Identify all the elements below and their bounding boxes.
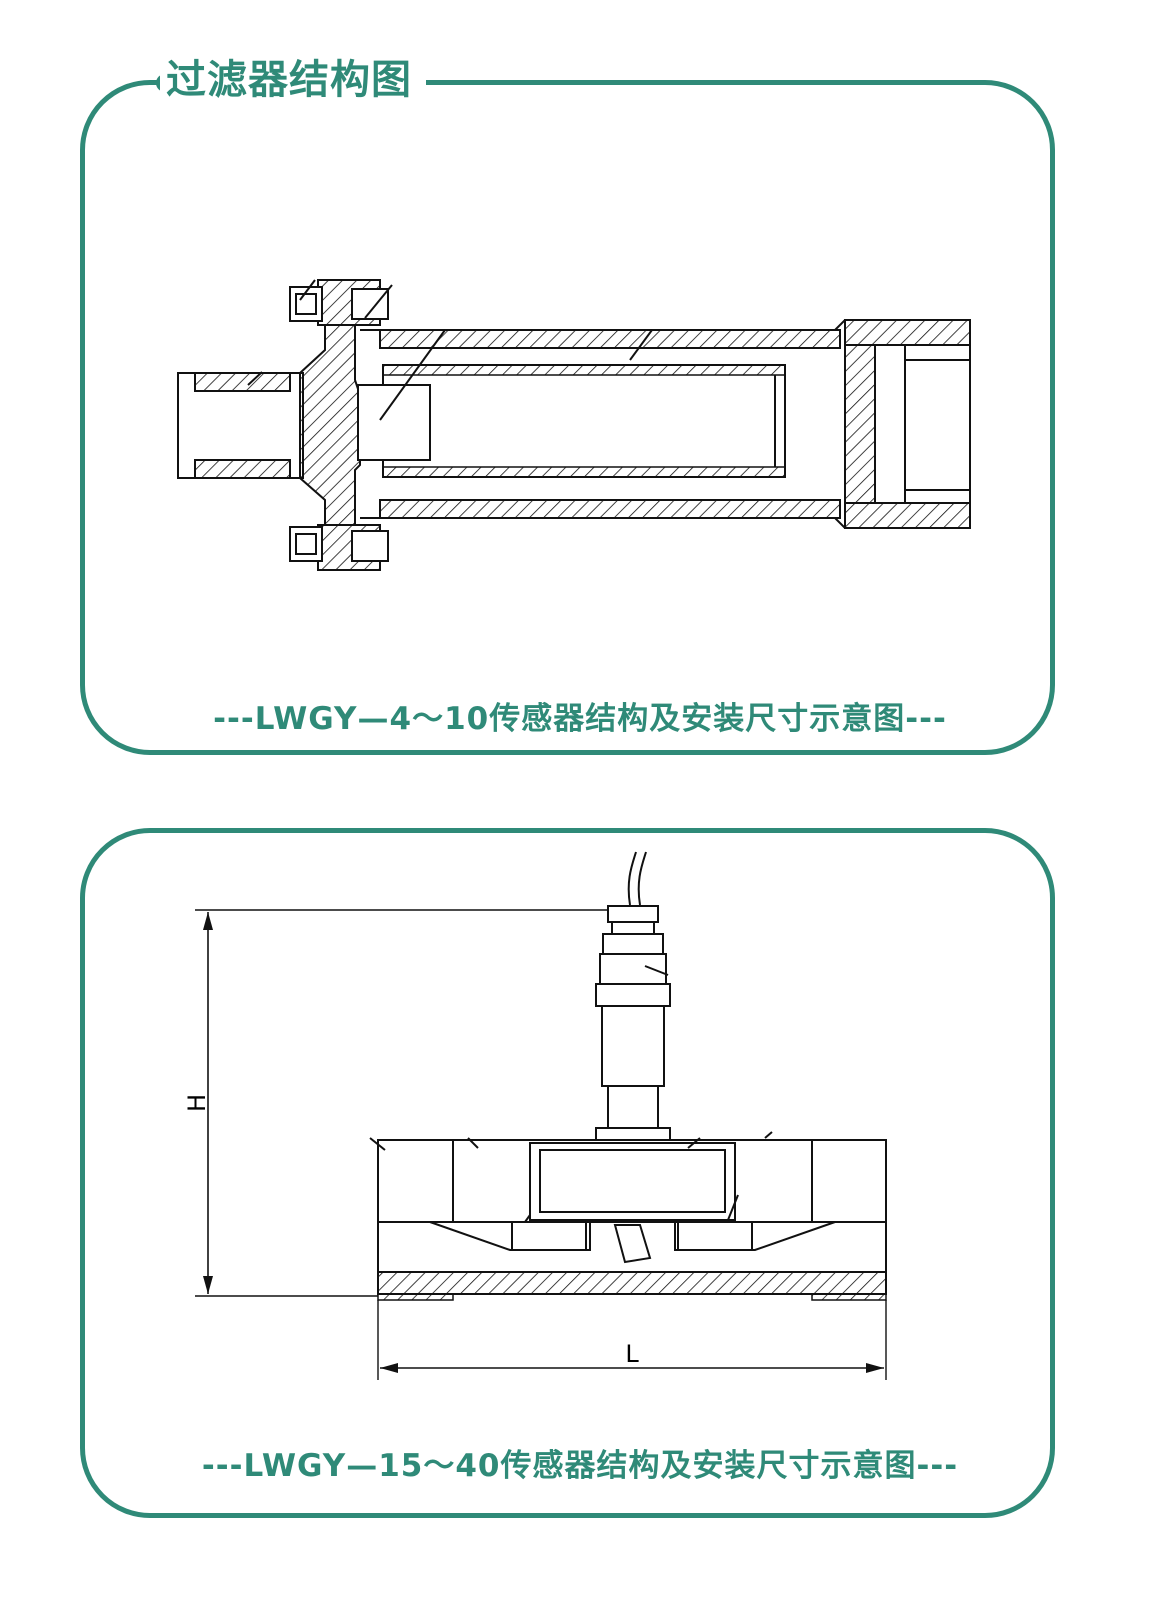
sensor-drawing-large [369, 851, 887, 1301]
end-cap-bottom [844, 502, 971, 529]
filter-element [382, 364, 786, 478]
flange-hub [299, 324, 361, 526]
amplifier-stem [601, 1005, 665, 1087]
dimension-annotations: H L [183, 909, 887, 1380]
sensor-drawing-small [177, 279, 971, 571]
signal-cable [627, 851, 637, 906]
body-base [377, 1271, 887, 1295]
caption-top: ---LWGY—4～10传感器结构及安装尺寸示意图--- [213, 701, 947, 737]
height-label: H [183, 1094, 211, 1112]
amplifier-flange [595, 983, 671, 1007]
section-title: 过滤器结构图 [160, 52, 426, 108]
cable-gland [607, 905, 659, 923]
thread-end-right [811, 1139, 887, 1223]
nut-lower [351, 530, 389, 562]
thread-end-left [377, 1139, 454, 1223]
outlet-bore [904, 359, 971, 491]
nut-upper [351, 288, 389, 320]
impeller-blade [613, 1224, 652, 1264]
caption-bottom: ---LWGY—15～40传感器结构及安装尺寸示意图--- [201, 1448, 959, 1484]
length-label: L [625, 1340, 639, 1368]
filter-plug [357, 384, 431, 461]
amplifier-head [599, 953, 667, 985]
end-cap-top [844, 319, 971, 346]
